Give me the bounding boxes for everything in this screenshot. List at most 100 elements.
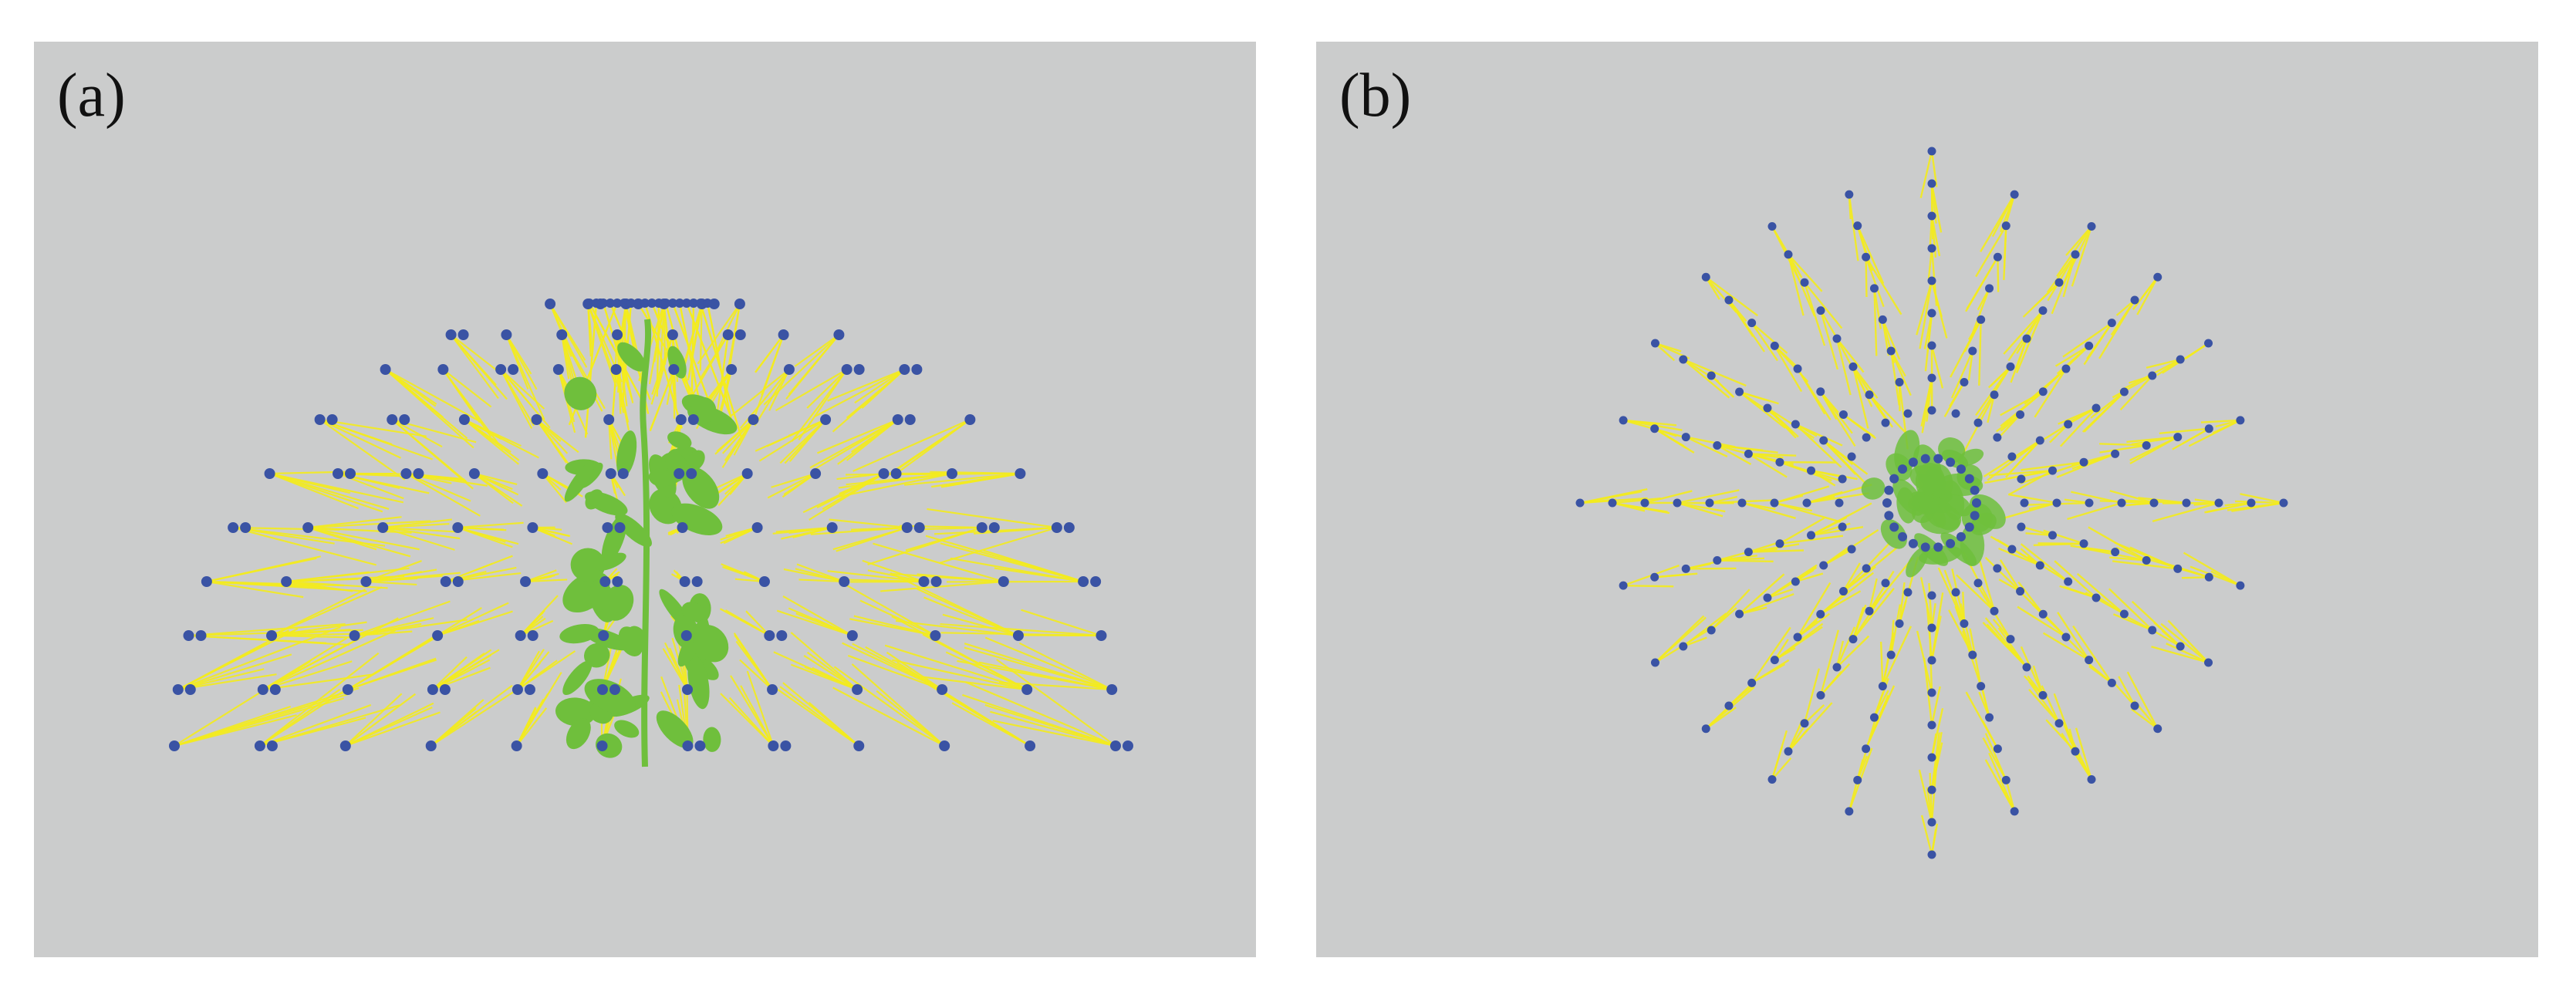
camera-point-icon	[2173, 564, 2183, 573]
viewing-ray	[1774, 485, 1830, 504]
viewing-ray	[474, 473, 519, 496]
camera-point-icon	[2130, 295, 2139, 305]
viewing-ray	[763, 334, 840, 406]
viewing-ray	[2047, 254, 2077, 302]
viewing-ray	[1930, 150, 1938, 187]
camera-point-icon	[240, 522, 252, 533]
viewing-ray	[1879, 641, 1884, 686]
viewing-ray	[437, 619, 480, 637]
viewing-ray	[1804, 282, 1843, 329]
camera-point-icon	[780, 740, 792, 751]
camera-point-icon	[413, 468, 424, 479]
camera-point-icon	[661, 299, 670, 308]
camera-point-icon	[776, 630, 788, 641]
camera-point-icon	[1993, 252, 2002, 261]
camera-point-icon	[1724, 295, 1734, 305]
camera-point-icon	[853, 364, 865, 375]
camera-point-icon	[1993, 564, 2002, 573]
camera-point-icon	[2176, 642, 2185, 651]
viewing-ray	[262, 629, 397, 691]
viewing-ray	[1930, 248, 1938, 306]
viewing-ray	[1978, 319, 1982, 386]
camera-point-icon	[360, 576, 372, 587]
viewing-ray	[806, 651, 858, 690]
viewing-ray	[1705, 276, 1737, 313]
viewing-ray	[1916, 280, 1933, 336]
camera-point-icon	[1848, 635, 1858, 644]
camera-point-icon	[614, 522, 626, 533]
camera-point-icon	[1838, 410, 1848, 419]
camera-point-icon	[2010, 190, 2019, 199]
camera-point-icon	[2236, 581, 2245, 590]
viewing-ray	[776, 609, 853, 637]
viewing-ray	[382, 526, 455, 551]
viewing-ray	[2054, 560, 2097, 599]
viewing-ray	[706, 302, 734, 432]
camera-point-icon	[2016, 410, 2025, 419]
camera-point-icon	[1835, 498, 1844, 508]
camera-point-icon	[1640, 498, 1649, 508]
viewing-ray	[829, 518, 907, 529]
viewing-ray	[2112, 374, 2153, 399]
plant-leaf	[693, 625, 729, 663]
viewing-ray	[2235, 500, 2284, 504]
viewing-ray	[206, 580, 304, 599]
viewing-ray	[1997, 257, 2000, 292]
viewing-ray	[450, 334, 508, 400]
viewing-ray	[2024, 423, 2069, 453]
viewing-ray	[990, 710, 1116, 747]
viewing-ray	[354, 600, 451, 637]
viewing-ray	[2075, 727, 2093, 780]
camera-point-icon	[675, 414, 687, 425]
camera-point-icon	[520, 576, 532, 587]
camera-point-icon	[1968, 346, 1977, 356]
camera-point-icon	[674, 468, 685, 479]
camera-point-icon	[820, 414, 832, 425]
camera-point-icon	[1927, 244, 1936, 253]
camera-point-icon	[988, 522, 1000, 533]
viewing-ray	[2206, 501, 2252, 514]
viewing-ray	[430, 689, 518, 747]
viewing-ray	[782, 595, 853, 636]
viewing-ray	[2020, 525, 2053, 537]
viewing-ray	[450, 334, 498, 372]
camera-point-icon	[596, 740, 608, 751]
viewing-ray	[2068, 738, 2093, 781]
viewing-ray	[384, 369, 468, 440]
camera-point-icon	[1650, 424, 1659, 433]
camera-point-icon	[2038, 306, 2048, 315]
viewing-ray	[773, 651, 858, 691]
camera-point-icon	[1927, 656, 1936, 665]
viewing-ray	[1710, 607, 1737, 631]
viewing-ray	[2151, 646, 2209, 664]
viewing-ray	[1727, 299, 1765, 353]
camera-point-icon	[1927, 818, 1936, 827]
camera-point-icon	[400, 468, 412, 479]
viewing-ray	[844, 583, 936, 636]
viewing-ray	[1741, 501, 1796, 519]
viewing-ray	[517, 649, 545, 690]
viewing-ray	[2125, 501, 2155, 507]
camera-point-icon	[1816, 387, 1825, 396]
camera-point-icon	[281, 576, 292, 587]
viewing-ray	[1930, 742, 1943, 791]
viewing-ray	[790, 632, 858, 690]
camera-point-icon	[592, 299, 601, 308]
viewing-ray	[587, 303, 594, 352]
viewing-ray	[345, 693, 403, 747]
viewing-ray	[2028, 689, 2060, 724]
viewing-ray	[1787, 720, 1804, 752]
viewing-ray	[1965, 256, 1999, 312]
camera-point-icon	[452, 522, 464, 533]
viewing-ray	[2057, 612, 2090, 661]
camera-point-icon	[2038, 387, 2048, 396]
viewing-ray	[810, 526, 907, 535]
camera-point-icon	[976, 522, 988, 533]
viewing-ray	[1937, 567, 1966, 624]
viewing-ray	[2016, 309, 2044, 354]
camera-point-icon	[1977, 315, 1986, 324]
viewing-ray	[2003, 309, 2044, 355]
viewing-ray	[1654, 342, 1676, 362]
camera-point-icon	[457, 329, 469, 340]
camera-point-icon	[964, 414, 976, 425]
